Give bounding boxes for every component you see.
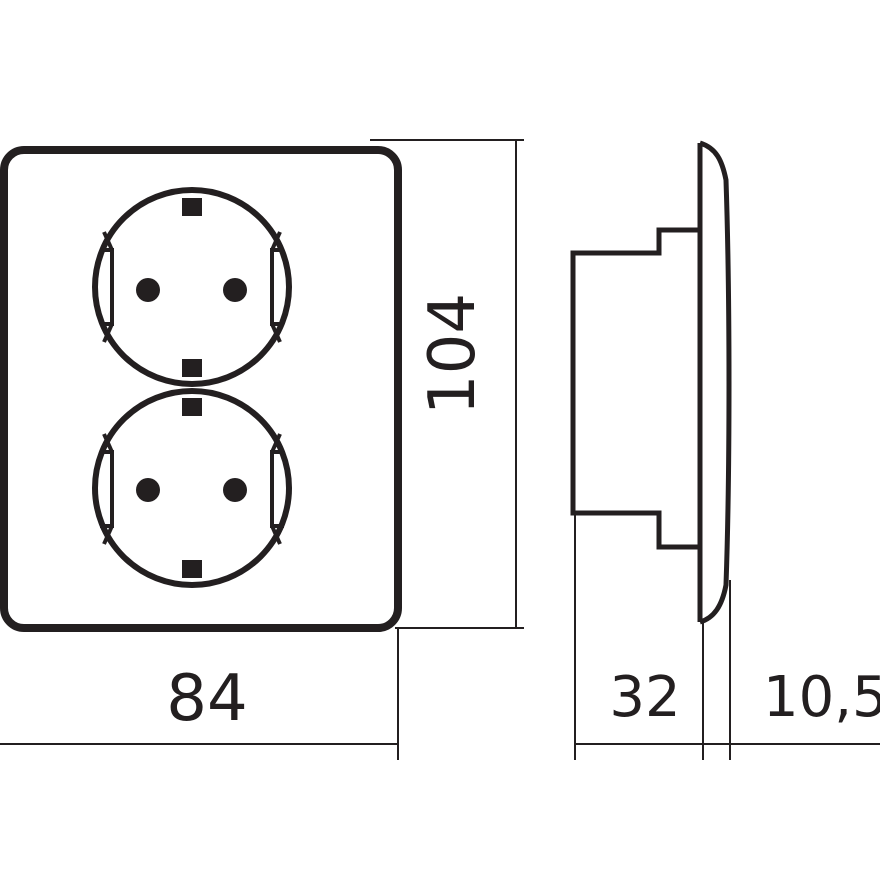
socket-rim (92, 388, 292, 588)
earth-clip-top (182, 398, 202, 416)
socket-inner-right (270, 450, 284, 528)
width-value: 84 (166, 662, 247, 736)
cover-plate-outline (0, 146, 402, 632)
socket-inner-left-top (102, 433, 114, 453)
height-dimension (370, 139, 524, 629)
pin-hole-left (136, 478, 160, 502)
socket-inner-left (100, 450, 114, 528)
upper-socket (92, 187, 292, 387)
socket-inner-right-bottom (270, 323, 282, 343)
pin-hole-right (223, 478, 247, 502)
side-view (570, 140, 732, 625)
socket-rim (92, 187, 292, 387)
socket-inner-right-top (270, 433, 282, 453)
side-view-body (570, 227, 700, 550)
earth-clip-top (182, 198, 202, 216)
width-dimension (0, 628, 399, 760)
socket-inner-left-bottom (102, 525, 114, 545)
pin-hole-left (136, 278, 160, 302)
height-value: 104 (416, 293, 490, 415)
plate-outer-profile (699, 140, 732, 625)
socket-inner-left-top (102, 231, 114, 251)
lower-socket (92, 388, 292, 588)
socket-inner-right (270, 248, 284, 326)
plate-thickness-value: 10,5 (763, 665, 880, 730)
earth-clip-bottom (182, 560, 202, 578)
pin-hole-right (223, 278, 247, 302)
earth-clip-bottom (182, 359, 202, 377)
socket-inner-left-bottom (102, 323, 114, 343)
depth-dimensions (574, 513, 880, 760)
socket-inner-right-top (270, 231, 282, 251)
depth-value: 32 (609, 665, 680, 730)
front-view (0, 146, 402, 632)
socket-inner-right-bottom (270, 525, 282, 545)
socket-inner-left (100, 248, 114, 326)
